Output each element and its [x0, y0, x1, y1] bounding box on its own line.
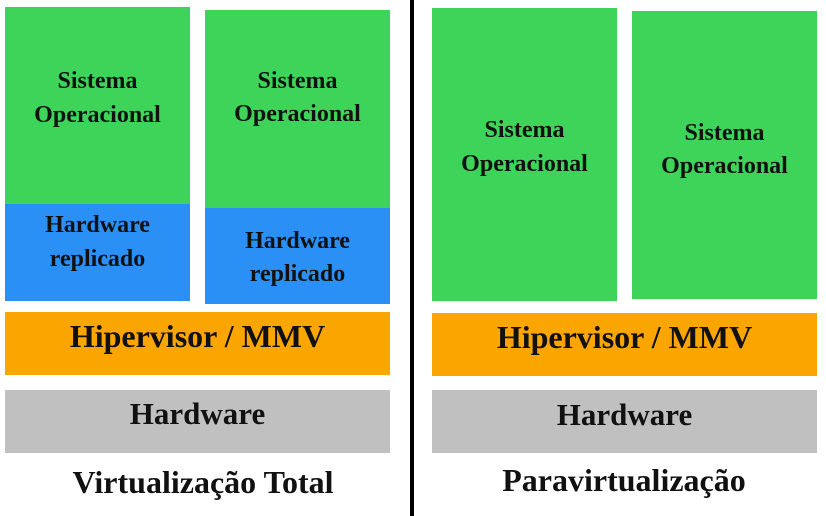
- left-vm1-os-block: Sistema Operacional: [5, 7, 190, 204]
- right-vm2-os-label-line1: Sistema: [684, 119, 765, 146]
- left-vm1-replicated-hardware-block: Hardware replicado: [5, 204, 190, 301]
- left-vm1-os-label-line2: Operacional: [34, 101, 161, 128]
- left-vm2-os-block: Sistema Operacional: [205, 10, 390, 208]
- right-vm2-os-block: Sistema Operacional: [632, 11, 817, 299]
- right-vm2-os-label-line2: Operacional: [661, 153, 788, 179]
- right-vm1-os-block: Sistema Operacional: [432, 8, 617, 301]
- right-vm1-os-label-line2: Operacional: [461, 150, 588, 177]
- left-vm2-replicated-hardware-block: Hardware replicado: [205, 208, 390, 304]
- left-vm2-hw-label-line2: replicado: [249, 261, 346, 287]
- right-vm1-os-label-line1: Sistema: [484, 117, 565, 144]
- section-divider: [410, 0, 414, 516]
- left-vm1-os-label-line1: Sistema: [57, 68, 138, 95]
- right-hardware-block: Hardware: [432, 390, 817, 453]
- left-hypervisor-block: Hipervisor / MMV: [5, 312, 390, 375]
- right-hypervisor-block: Hipervisor / MMV: [432, 313, 817, 376]
- left-hardware-block: Hardware: [5, 390, 390, 453]
- left-hypervisor-label: Hipervisor / MMV: [69, 317, 326, 354]
- left-hardware-label: Hardware: [129, 396, 266, 432]
- left-vm1-hw-label-line2: replicado: [49, 245, 146, 272]
- right-hypervisor-label: Hipervisor / MMV: [496, 318, 753, 355]
- left-vm2-os-label-line1: Sistema: [257, 67, 338, 94]
- left-vm1-hw-label-line1: Hardware: [45, 212, 150, 239]
- left-vm2-os-label-line2: Operacional: [234, 101, 361, 127]
- right-hardware-label: Hardware: [556, 397, 693, 433]
- left-caption: Virtualização Total: [72, 464, 334, 500]
- left-vm2-hw-label-line1: Hardware: [245, 227, 350, 254]
- right-caption: Paravirtualização: [502, 462, 746, 498]
